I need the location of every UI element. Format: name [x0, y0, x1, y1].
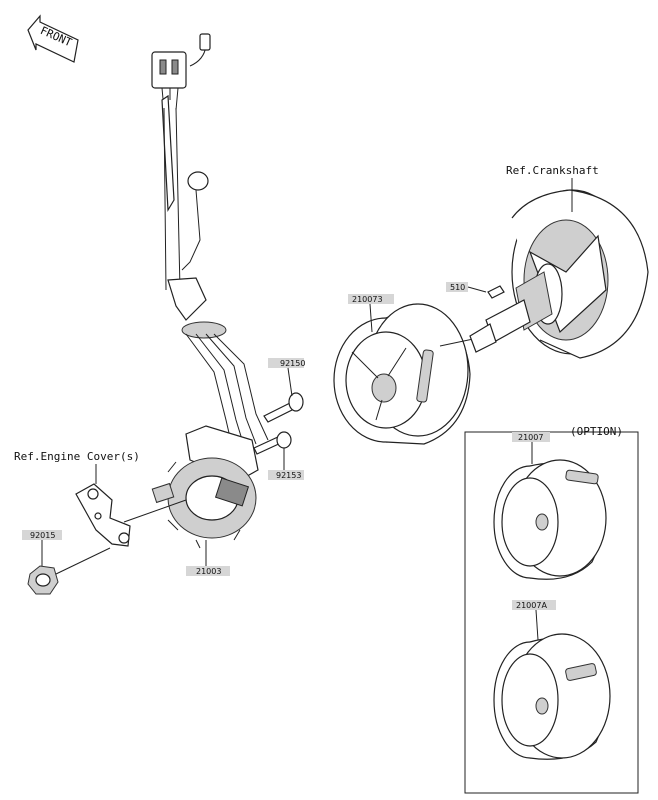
stator-assembly: [123, 425, 259, 549]
svg-text:21007: 21007: [518, 433, 543, 442]
wiring-harness: [151, 33, 269, 447]
front-direction-arrow: FRONT: [27, 14, 79, 63]
svg-text:21007A: 21007A: [516, 601, 547, 610]
tag-21007a: 21007A: [512, 600, 556, 641]
tag-21003: 21003: [186, 540, 230, 576]
tag-92153: 92153: [268, 448, 304, 480]
svg-text:92153: 92153: [276, 471, 301, 480]
flywheel-210073: [333, 303, 479, 445]
option-box: [464, 431, 639, 794]
tag-210073: 210073: [348, 294, 394, 333]
tag-510: 510: [446, 282, 487, 293]
tag-21007: 21007: [512, 432, 550, 464]
svg-text:21003: 21003: [196, 567, 221, 576]
flywheel-21007a: [493, 633, 611, 760]
option-label: (OPTION): [570, 425, 623, 438]
ref-crankshaft: Ref.Crankshaft: [506, 164, 599, 177]
ref-engine-cover: Ref.Engine Cover(s): [14, 450, 140, 463]
svg-text:210073: 210073: [352, 295, 383, 304]
svg-text:92150: 92150: [280, 359, 305, 368]
svg-text:92015: 92015: [30, 531, 55, 540]
flywheel-21007: [493, 459, 607, 580]
crankshaft: [469, 189, 649, 359]
tag-92015: 92015: [22, 530, 62, 566]
screw-92153: [253, 431, 292, 455]
tag-92150: 92150: [268, 358, 305, 397]
screw-92150: [263, 392, 304, 423]
svg-text:510: 510: [450, 283, 465, 292]
nut-92015: [27, 547, 111, 595]
engine-cover-bracket: [75, 483, 131, 547]
